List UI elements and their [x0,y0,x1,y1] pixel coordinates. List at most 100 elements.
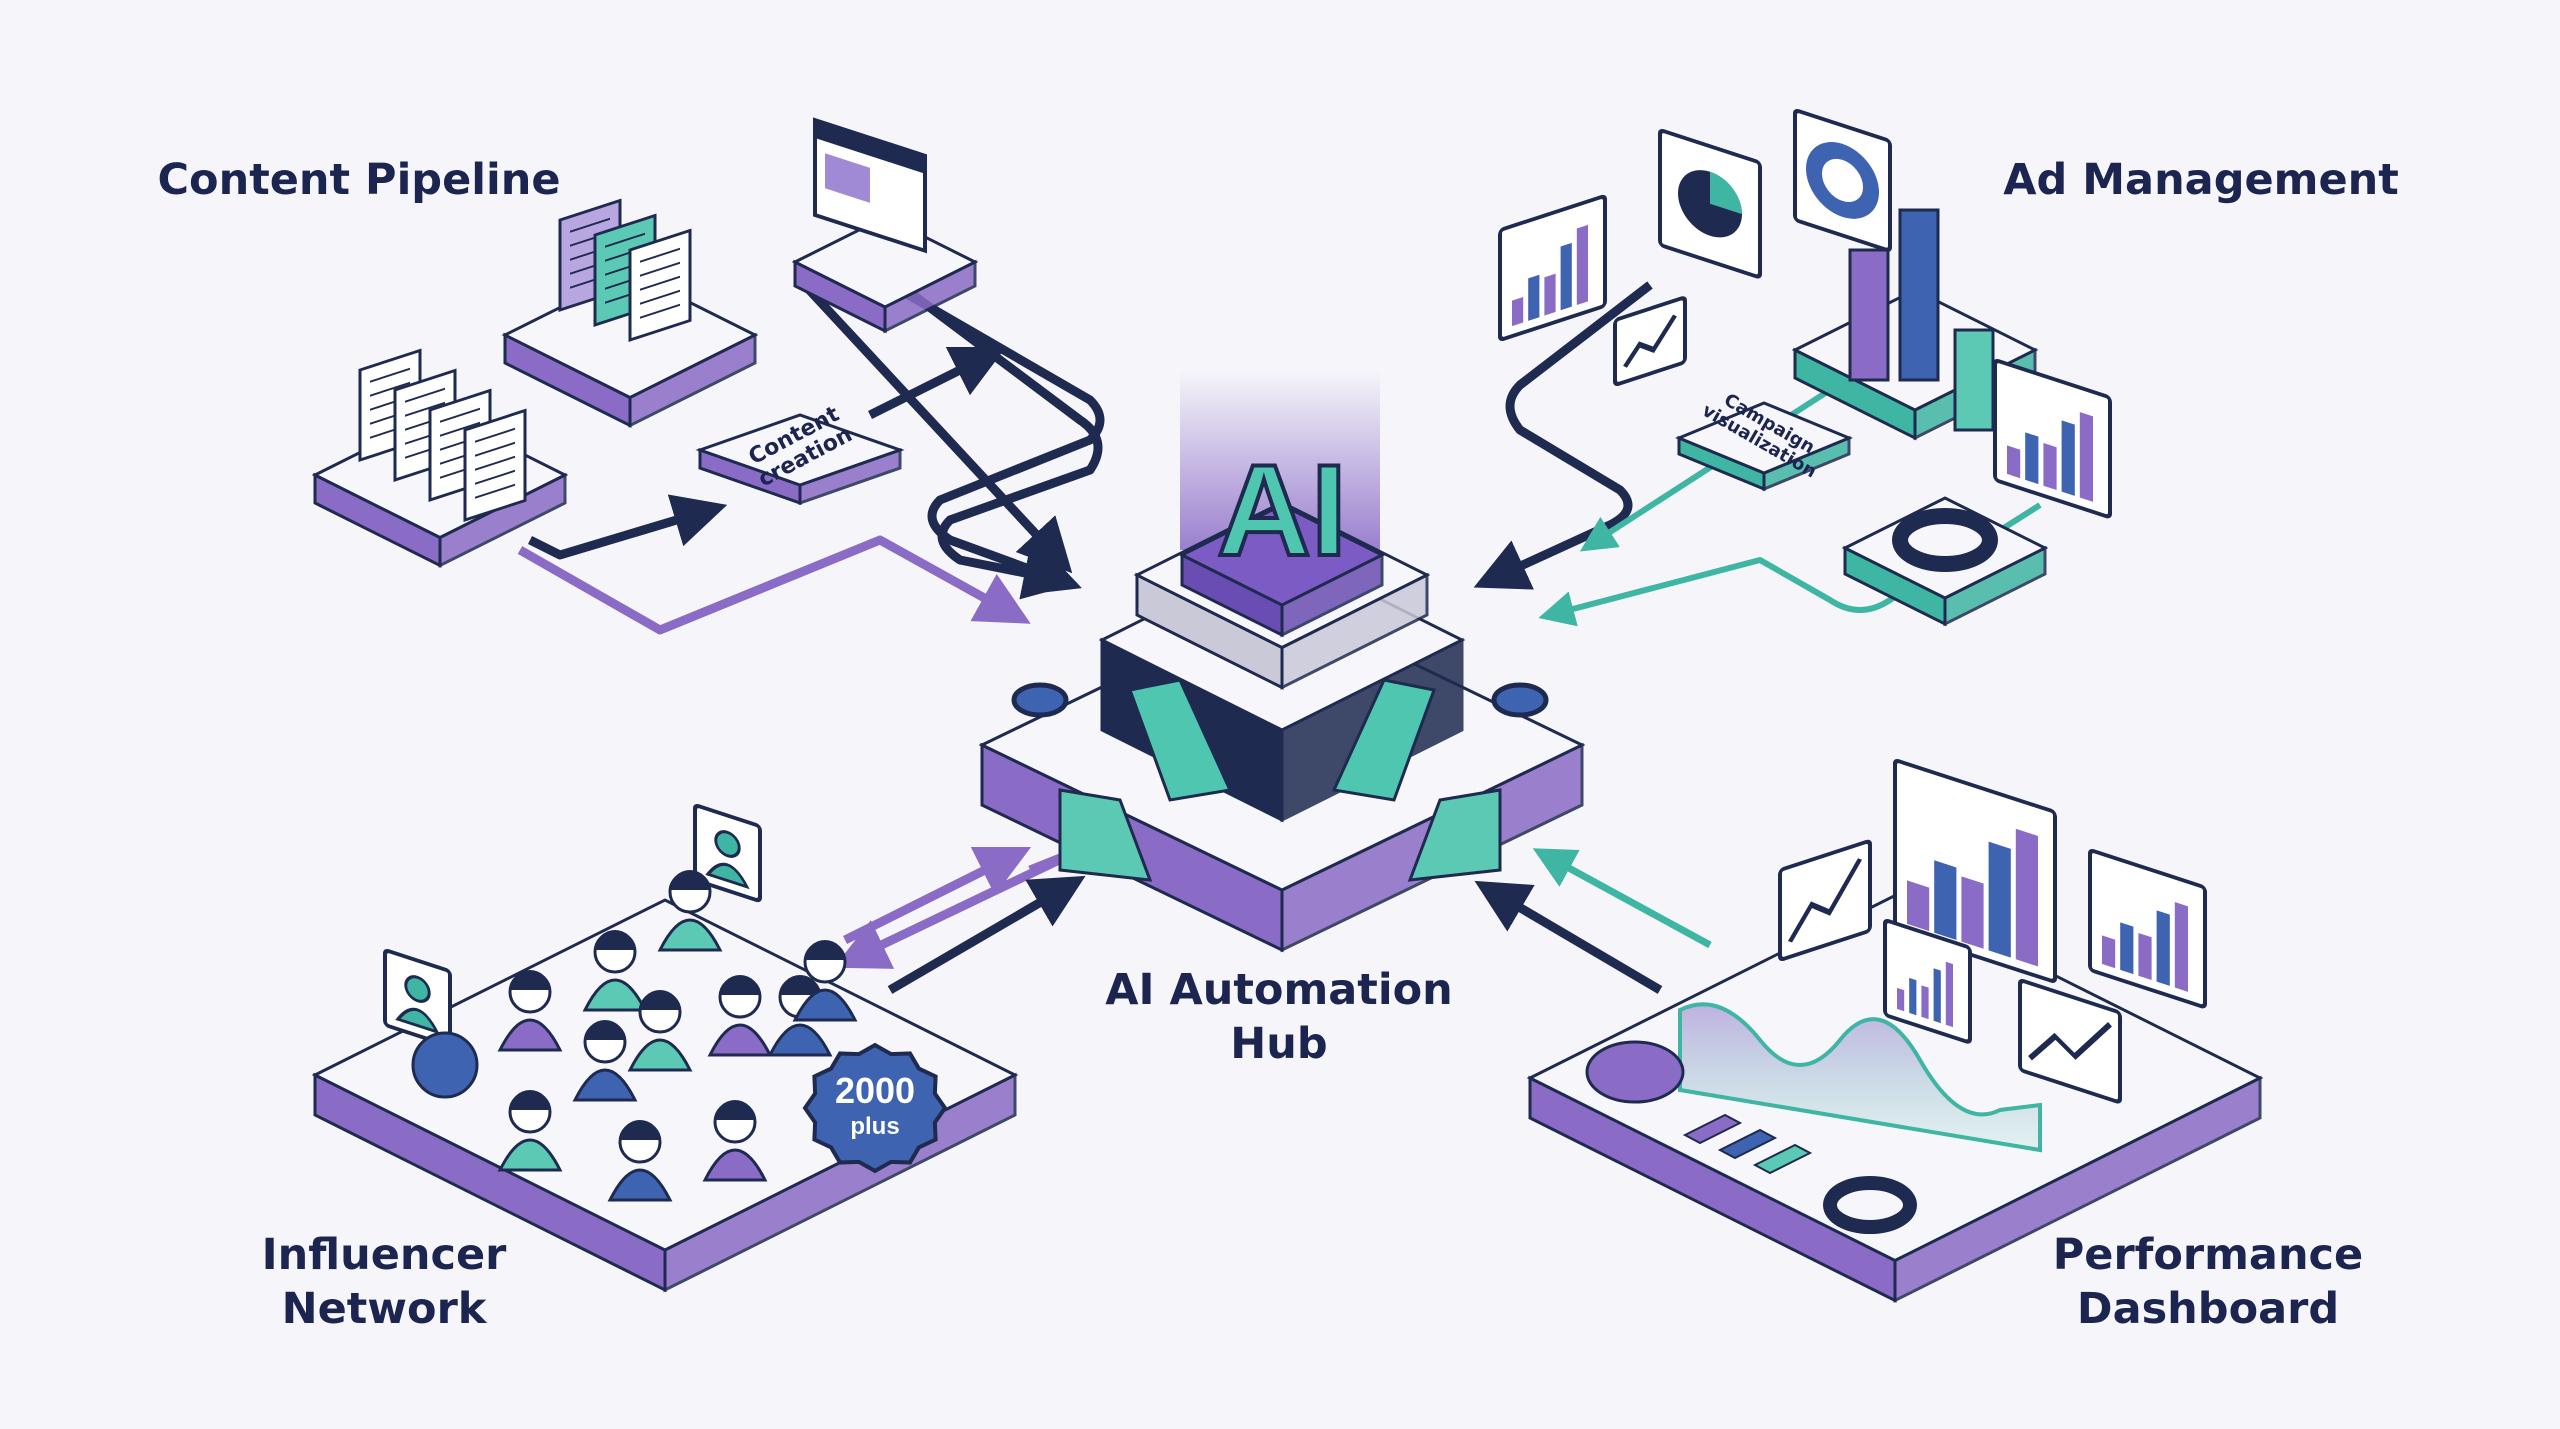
content-pipeline-title: Content Pipeline [157,155,561,205]
hub-title-line1: AI Automation [1105,965,1453,1015]
person-hair [640,990,680,1010]
analytics-chart-card [1893,758,2057,983]
user-count-badge: 2000 plus [802,1042,948,1174]
browser-window-icon [813,117,927,254]
bar-chart-card-bar [1512,296,1524,327]
trend-chart-card [1613,296,1687,387]
person-body [627,1038,693,1072]
performance-title-line2: Dashboard [2076,1284,2340,1334]
small-bar-card-bar [1933,968,1941,1024]
bar-chart-card-right [1993,358,2112,519]
campaign-tag-block [1675,401,1853,492]
person-hair [510,970,550,990]
bar-chart-card-right-bar [2043,442,2057,491]
bar-chart-card-bar [1544,273,1556,316]
ad-management-title: Ad Management [2003,155,2399,205]
flat-bar-1 [1717,1128,1778,1160]
file-icon-3-line [475,427,515,443]
hub-teal-leg-right [1407,788,1502,882]
arrow-influencer-to-hub [887,875,1086,994]
hub-title: AI Automation Hub [1105,963,1453,1071]
person-hair [670,870,710,890]
person-hair [510,1090,550,1110]
hub-knob-right [1491,682,1549,718]
flat-bar-2 [1752,1143,1813,1175]
file-icon-1-line [405,401,445,417]
arrow-files-to-tag [527,494,728,560]
arrow-browser-to-hub [897,281,1103,600]
bar-chart-card-right-bar [2025,432,2039,485]
person-icon-8 [497,1090,563,1172]
donut-platform-top [1841,496,2049,600]
bar-chart-card-bar [1560,242,1572,311]
hub-title-line2: Hub [1230,1019,1328,1069]
file-icon-2-line [440,407,480,423]
person-body [767,1023,833,1057]
bar-chart-card-bar [1576,224,1589,306]
arrow-browser-loop [897,286,1105,596]
globe-icon [411,1031,479,1099]
line-chart-card [2088,848,2207,1009]
arrow-donut-to-hub [1538,502,2042,627]
donut-chart-card-ring [1806,142,1879,219]
badge-suffix: plus [850,1113,899,1140]
profile-card-left-head [404,975,431,1003]
browser-titlebar [815,120,925,174]
profile-card-top [693,803,762,903]
bar-chart-card-bar [1528,274,1540,321]
document-icon-white-page [628,228,692,342]
person-hair [715,1100,755,1120]
person-body [607,1168,673,1202]
growth-chart-card-frame [1778,839,1872,962]
hub-knob-left [1011,682,1069,718]
arrow-tag-out [867,346,1007,420]
bar-chart-card-right-bar [2007,445,2021,479]
arrow-performance-to-hub [1474,880,1663,994]
profile-card-top-body [705,862,750,890]
performance-dashboard-title: Performance Dashboard [2053,1228,2363,1336]
profile-card-top-head [714,830,741,858]
line-chart-card-bar [2120,922,2134,975]
growth-chart-card-line [1787,858,1863,943]
arrow-ads-to-hub [1473,281,1653,590]
person-body [657,918,723,952]
person-icon-4 [627,990,693,1072]
person-hair [780,975,820,995]
document-icon-teal-line [605,232,645,248]
ai-logo-text: AI [1217,437,1347,583]
small-bar-card-bar [1897,987,1905,1012]
donut-3d-icon [1892,508,1998,572]
browser-platform-top [791,215,979,309]
document-icon-white-line [640,303,680,319]
person-hair [595,930,635,950]
file-icon-3-line [475,441,515,457]
person-body [572,1068,638,1102]
file-icon-0-line [370,367,410,383]
person-hair [720,975,760,995]
line-chart-card-bar [2174,902,2189,992]
small-line-card-line [2028,1022,2112,1061]
person-icon-0 [497,970,563,1052]
growth-chart-card [1778,839,1872,962]
person-icon-9 [607,1120,673,1202]
file-icon-3-line [475,469,515,485]
person-body [702,1148,768,1182]
bar-chart-card-right-bar [2061,420,2075,496]
content-creation-tag-block-top [695,413,905,487]
influencer-title-line2: Network [281,1284,487,1334]
small-line-card [2018,978,2122,1104]
file-icon-3-line [475,483,515,499]
performance-title-line1: Performance [2052,1230,2364,1280]
donut-flat [1823,1176,1917,1234]
content-creation-tag-block [695,413,905,506]
person-body [792,988,858,1022]
person-hair [620,1120,660,1140]
campaign-tag-block-top [1675,401,1853,475]
person-icon-7 [792,940,858,1022]
line-chart-card-bar [2102,935,2116,969]
analytics-chart-card-bar [2015,828,2039,967]
trend-chart-card-frame [1613,296,1687,387]
pie-chart-card-slice [1710,171,1742,215]
file-icon-3-line [475,455,515,471]
